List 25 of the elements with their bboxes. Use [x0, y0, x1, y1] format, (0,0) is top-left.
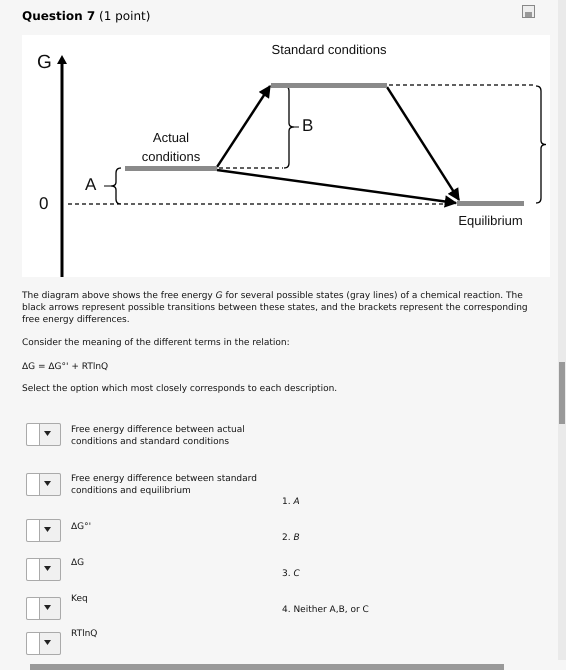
instruction-text: Select the option which most closely corresponds to each description. — [22, 383, 338, 395]
transition-arrow — [216, 168, 458, 208]
description-paragraph: The diagram above shows the free energy G for several possible states (gray lines) of a chemical reaction. The black arrows represent possible transitions between these states, and the brackets represent the corresponding free energy differences. — [22, 290, 529, 326]
state-label: Actual conditions — [140, 129, 202, 166]
item-description: Keq — [71, 593, 89, 605]
bracket-label: B — [302, 116, 314, 135]
item-description: ΔG — [71, 557, 86, 569]
bracket-label: A — [85, 175, 96, 194]
axis-label: G — [37, 52, 52, 73]
item-description: ΔG°' — [71, 521, 92, 533]
answer-option: 4. Neither A,B, or C — [282, 604, 482, 616]
state-label: Standard conditions — [271, 41, 387, 59]
item-description: RTlnQ — [71, 628, 98, 640]
answer-option: 2. B — [282, 532, 482, 544]
item-description: Free energy difference between standard conditions and equilibrium — [71, 473, 258, 497]
transition-arrow — [386, 86, 460, 202]
axis-label: 0 — [39, 194, 48, 213]
equation: ΔG = ΔG°' + RTlnQ — [22, 361, 110, 373]
answer-option: 3. C — [282, 568, 482, 580]
answer-option: 1. A — [282, 496, 482, 508]
item-description: Free energy difference between actual conditions and standard conditions — [71, 424, 246, 448]
instruction-text: Consider the meaning of the different terms in the relation: — [22, 337, 291, 349]
state-label: Equilibrium — [457, 212, 524, 230]
question-title: Question 7 (1 point) — [22, 9, 150, 23]
transition-arrow — [216, 84, 272, 168]
